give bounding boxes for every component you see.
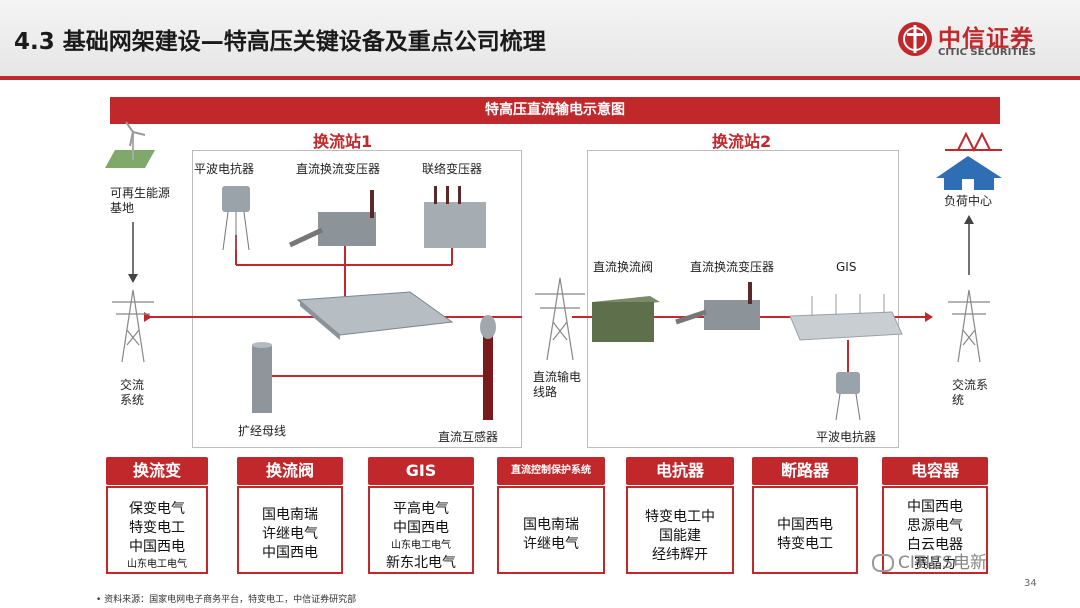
station1-title: 换流站1 — [313, 132, 373, 151]
company-item: 中国西电 — [129, 539, 185, 555]
dc-line-tower-icon — [535, 277, 585, 361]
company-item: 白云电器 — [907, 537, 963, 553]
category-tab-capacitor: 电容器 — [882, 457, 988, 485]
smoothing-reactor-icon — [222, 186, 250, 251]
company-item: 特变电工 — [777, 536, 833, 552]
company-item: 特变电工中 — [645, 509, 715, 525]
ac-system-right-label: 交流系统 — [952, 378, 989, 407]
smoothing-reactor-1-label: 平波电抗器 — [194, 162, 255, 176]
company-item: 思源电气 — [907, 518, 963, 534]
category-tab-converter-valve: 换流阀 — [237, 457, 343, 485]
logo-text-en: CITIC SECURITIES — [938, 47, 1036, 58]
logo-text-cn: 中信证券 — [938, 26, 1034, 52]
converter-transformer-icon — [288, 190, 376, 248]
gis-label: GIS — [836, 260, 857, 274]
citic-logo-icon — [898, 22, 932, 56]
dc-converter-valve-label: 直流换流阀 — [593, 260, 654, 274]
wind-turbine-icon — [105, 121, 155, 168]
coupling-transformer-label: 联络变压器 — [422, 162, 483, 176]
company-item: 中国西电 — [907, 499, 963, 515]
company-item: 赛晶力 — [914, 556, 956, 572]
category-list-gis: 平高电气 中国西电 山东电工电气 新东北电气 — [368, 486, 474, 574]
company-item: 国能建 — [659, 528, 701, 544]
category-tab-dc-control-protection: 直流控制保护系统 — [497, 457, 605, 485]
station2-title: 换流站2 — [712, 132, 772, 151]
dc-line-label: 直流输电线路 — [533, 370, 582, 399]
company-item: 山东电工电气 — [127, 559, 187, 570]
company-item: 许继电气 — [523, 536, 579, 552]
transmission-tower-left-icon — [112, 289, 154, 363]
watermark: CITICS电新 — [872, 548, 987, 573]
converter-valve-hall-icon — [296, 291, 454, 340]
company-item: 平高电气 — [393, 501, 449, 517]
category-tab-gis: GIS — [368, 457, 474, 485]
dc-current-transformer-label: 直流互感器 — [438, 430, 499, 444]
diagram-banner: 特高压直流输电示意图 — [110, 97, 1000, 124]
category-list-dc-control-protection: 国电南瑞 许继电气 — [497, 486, 605, 574]
renewable-label: 可再生能源基地 — [110, 186, 171, 215]
company-item: 保变电气 — [129, 501, 185, 517]
page-number: 34 — [1024, 578, 1037, 589]
gis-icon — [789, 294, 903, 341]
company-item: 中国西电 — [777, 517, 833, 533]
category-tab-reactor: 电抗器 — [626, 457, 734, 485]
page-title: 4.3 基础网架建设—特高压关键设备及重点公司梳理 — [14, 29, 546, 55]
smoothing-reactor-2-label: 平波电抗器 — [816, 430, 877, 444]
load-center-label: 负荷中心 — [944, 194, 993, 208]
category-title: 直流控制保护系统 — [511, 465, 591, 476]
category-list-circuit-breaker: 中国西电 特变电工 — [752, 486, 858, 574]
dc-converter-transformer-2-label: 直流换流变压器 — [690, 260, 775, 274]
company-item: 许继电气 — [262, 526, 318, 542]
logo: 中信证券 CITIC SECURITIES — [896, 18, 1056, 64]
company-item: 特变电工 — [129, 520, 185, 536]
source-note: • 资料来源：国家电网电子商务平台，特变电工，中信证券研究部 — [96, 595, 357, 605]
load-center-house-icon — [936, 131, 1002, 190]
current-transformer-icon — [480, 315, 496, 339]
company-item: 国电南瑞 — [262, 507, 318, 523]
busbar-column-icon — [252, 342, 272, 413]
category-tab-converter-transformer: 换流变 — [106, 457, 208, 485]
category-list-converter-valve: 国电南瑞 许继电气 中国西电 — [237, 486, 343, 574]
category-list-capacitor: 中国西电 思源电气 白云电器 赛晶力 — [882, 486, 988, 574]
arrow-down-icon — [128, 274, 138, 283]
smoothing-reactor-2-icon — [835, 372, 861, 421]
company-item: 国电南瑞 — [523, 517, 579, 533]
category-list-reactor: 特变电工中 国能建 经纬辉开 — [626, 486, 734, 574]
company-item: 山东电工电气 — [391, 540, 451, 551]
category-list-converter-transformer: 保变电气 特变电工 中国西电 山东电工电气 — [106, 486, 208, 574]
converter-valve-icon — [592, 296, 660, 342]
extended-busbar-label: 扩经母线 — [238, 424, 287, 438]
company-item: 新东北电气 — [386, 555, 456, 571]
converter-transformer-2-icon — [675, 282, 760, 330]
dc-converter-transformer-1-label: 直流换流变压器 — [296, 162, 381, 176]
company-item: 经纬辉开 — [652, 547, 708, 563]
ac-system-left-label: 交流系统 — [120, 378, 145, 407]
transmission-tower-right-icon — [948, 289, 990, 363]
header-divider — [0, 76, 1080, 80]
company-item: 中国西电 — [262, 545, 318, 561]
category-tab-circuit-breaker: 断路器 — [752, 457, 858, 485]
arrow-up-icon — [964, 215, 974, 224]
company-item: 中国西电 — [393, 520, 449, 536]
coupling-transformer-icon — [424, 186, 486, 248]
wechat-icon — [872, 554, 894, 572]
